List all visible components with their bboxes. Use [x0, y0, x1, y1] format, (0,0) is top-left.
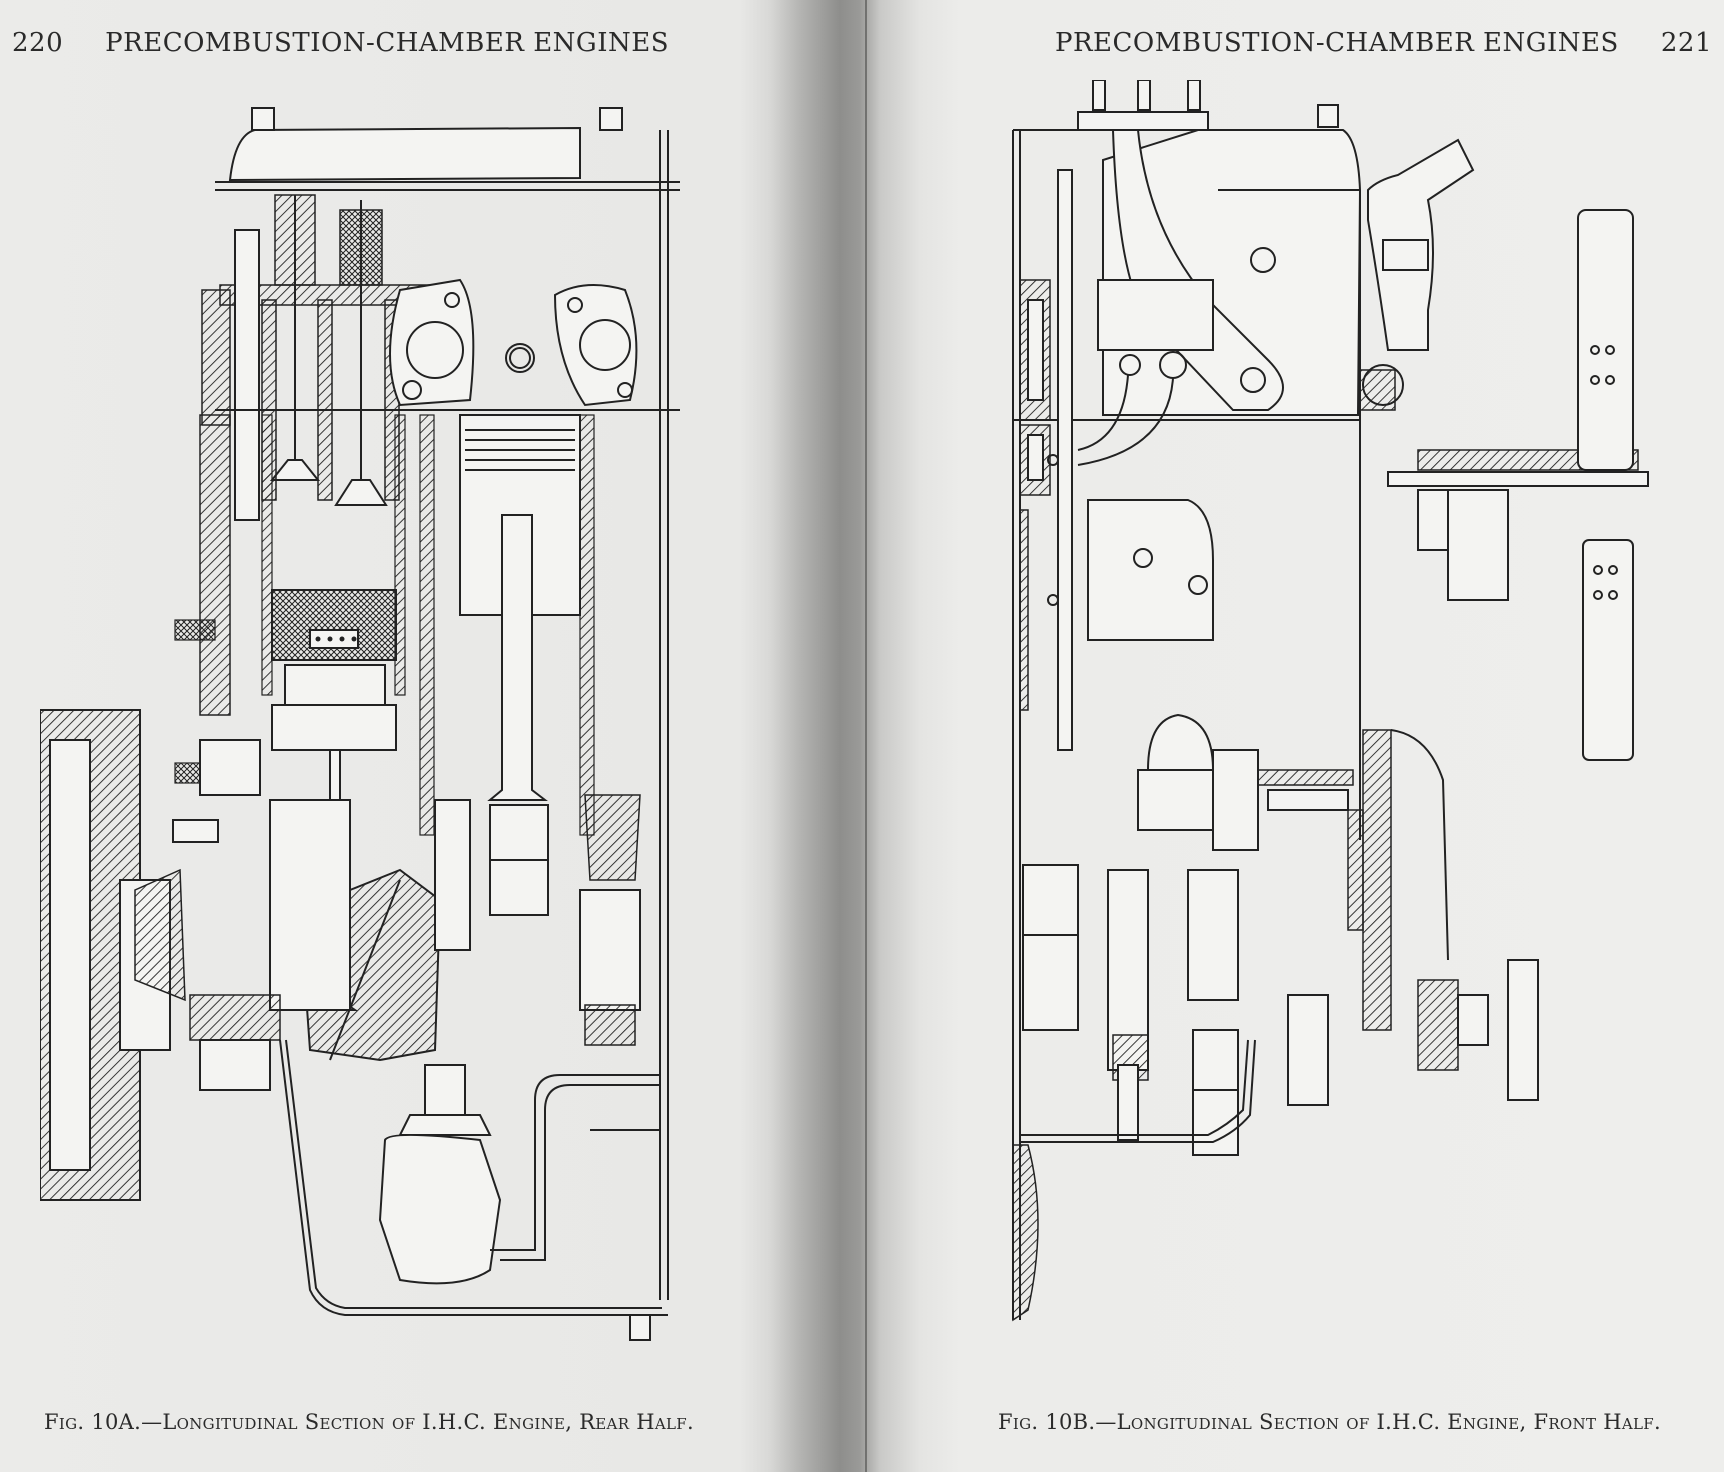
injector-studs — [1077, 80, 1339, 131]
oil-pan — [1012, 1039, 1256, 1322]
gear-cover — [1047, 454, 1214, 641]
timing-gear — [1347, 729, 1449, 1031]
book-gutter — [865, 0, 867, 1472]
left-running-head: 220 PRECOMBUSTION-CHAMBER ENGINES — [12, 28, 669, 58]
water-outlet — [1359, 138, 1475, 411]
crank-pulley — [1417, 959, 1539, 1101]
page-number: 221 — [1660, 28, 1712, 58]
oil-pan — [279, 1039, 668, 1341]
fan-blades — [1577, 209, 1634, 761]
right-running-head: PRECOMBUSTION-CHAMBER ENGINES 221 — [1055, 28, 1712, 58]
flywheel — [40, 619, 219, 1201]
figure-10a-rear-half-section — [40, 107, 680, 1341]
running-head-title: PRECOMBUSTION-CHAMBER ENGINES — [105, 28, 670, 58]
manifold-flanges — [389, 278, 638, 407]
figure-caption: Fig. 10B.—Longitudinal Section of I.H.C.… — [998, 1410, 1661, 1434]
crankshaft — [1022, 864, 1329, 1156]
running-head-title: PRECOMBUSTION-CHAMBER ENGINES — [1054, 28, 1619, 58]
fuel-pump — [1137, 713, 1354, 851]
main-bearing — [189, 739, 281, 1091]
fan-hub — [1387, 449, 1649, 601]
page-number: 220 — [12, 28, 64, 58]
fuel-filter — [1077, 279, 1214, 466]
push-rod — [1019, 169, 1073, 751]
oil-pump — [378, 1064, 660, 1285]
piston-rings — [465, 429, 575, 471]
connecting-rods — [317, 514, 641, 1011]
piston — [271, 589, 397, 751]
figure-caption: Fig. 10A.—Longitudinal Section of I.H.C.… — [44, 1410, 694, 1434]
exhaust-elbow — [1111, 129, 1284, 411]
crankshaft — [269, 799, 641, 1062]
valve-springs — [269, 194, 388, 506]
left-page: 220 PRECOMBUSTION-CHAMBER ENGINES — [0, 0, 860, 1472]
figure-10b-front-half-section — [1012, 80, 1649, 1322]
right-page: PRECOMBUSTION-CHAMBER ENGINES 221 — [868, 0, 1724, 1472]
valve-cover — [228, 107, 623, 182]
